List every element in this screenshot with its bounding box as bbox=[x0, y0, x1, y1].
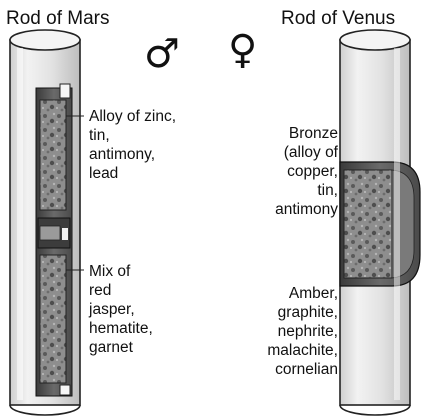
venus-lower-label: Amber, graphite, nephrite, malachite, co… bbox=[267, 284, 338, 379]
mars-rod bbox=[10, 30, 84, 415]
mars-upper-segment bbox=[40, 100, 66, 210]
mars-upper-label: Alloy of zinc, tin, antimony, lead bbox=[89, 107, 176, 183]
mars-lower-label: Mix of red jasper, hematite, garnet bbox=[89, 262, 153, 357]
venus-rod-top-cap bbox=[340, 30, 410, 50]
venus-rod bbox=[340, 30, 420, 415]
venus-upper-label: Bronze (alloy of copper, tin, antimony bbox=[275, 124, 338, 219]
mars-lower-segment bbox=[40, 255, 66, 383]
mars-rod-top-cap bbox=[10, 30, 80, 50]
venus-insert-core bbox=[344, 170, 392, 278]
